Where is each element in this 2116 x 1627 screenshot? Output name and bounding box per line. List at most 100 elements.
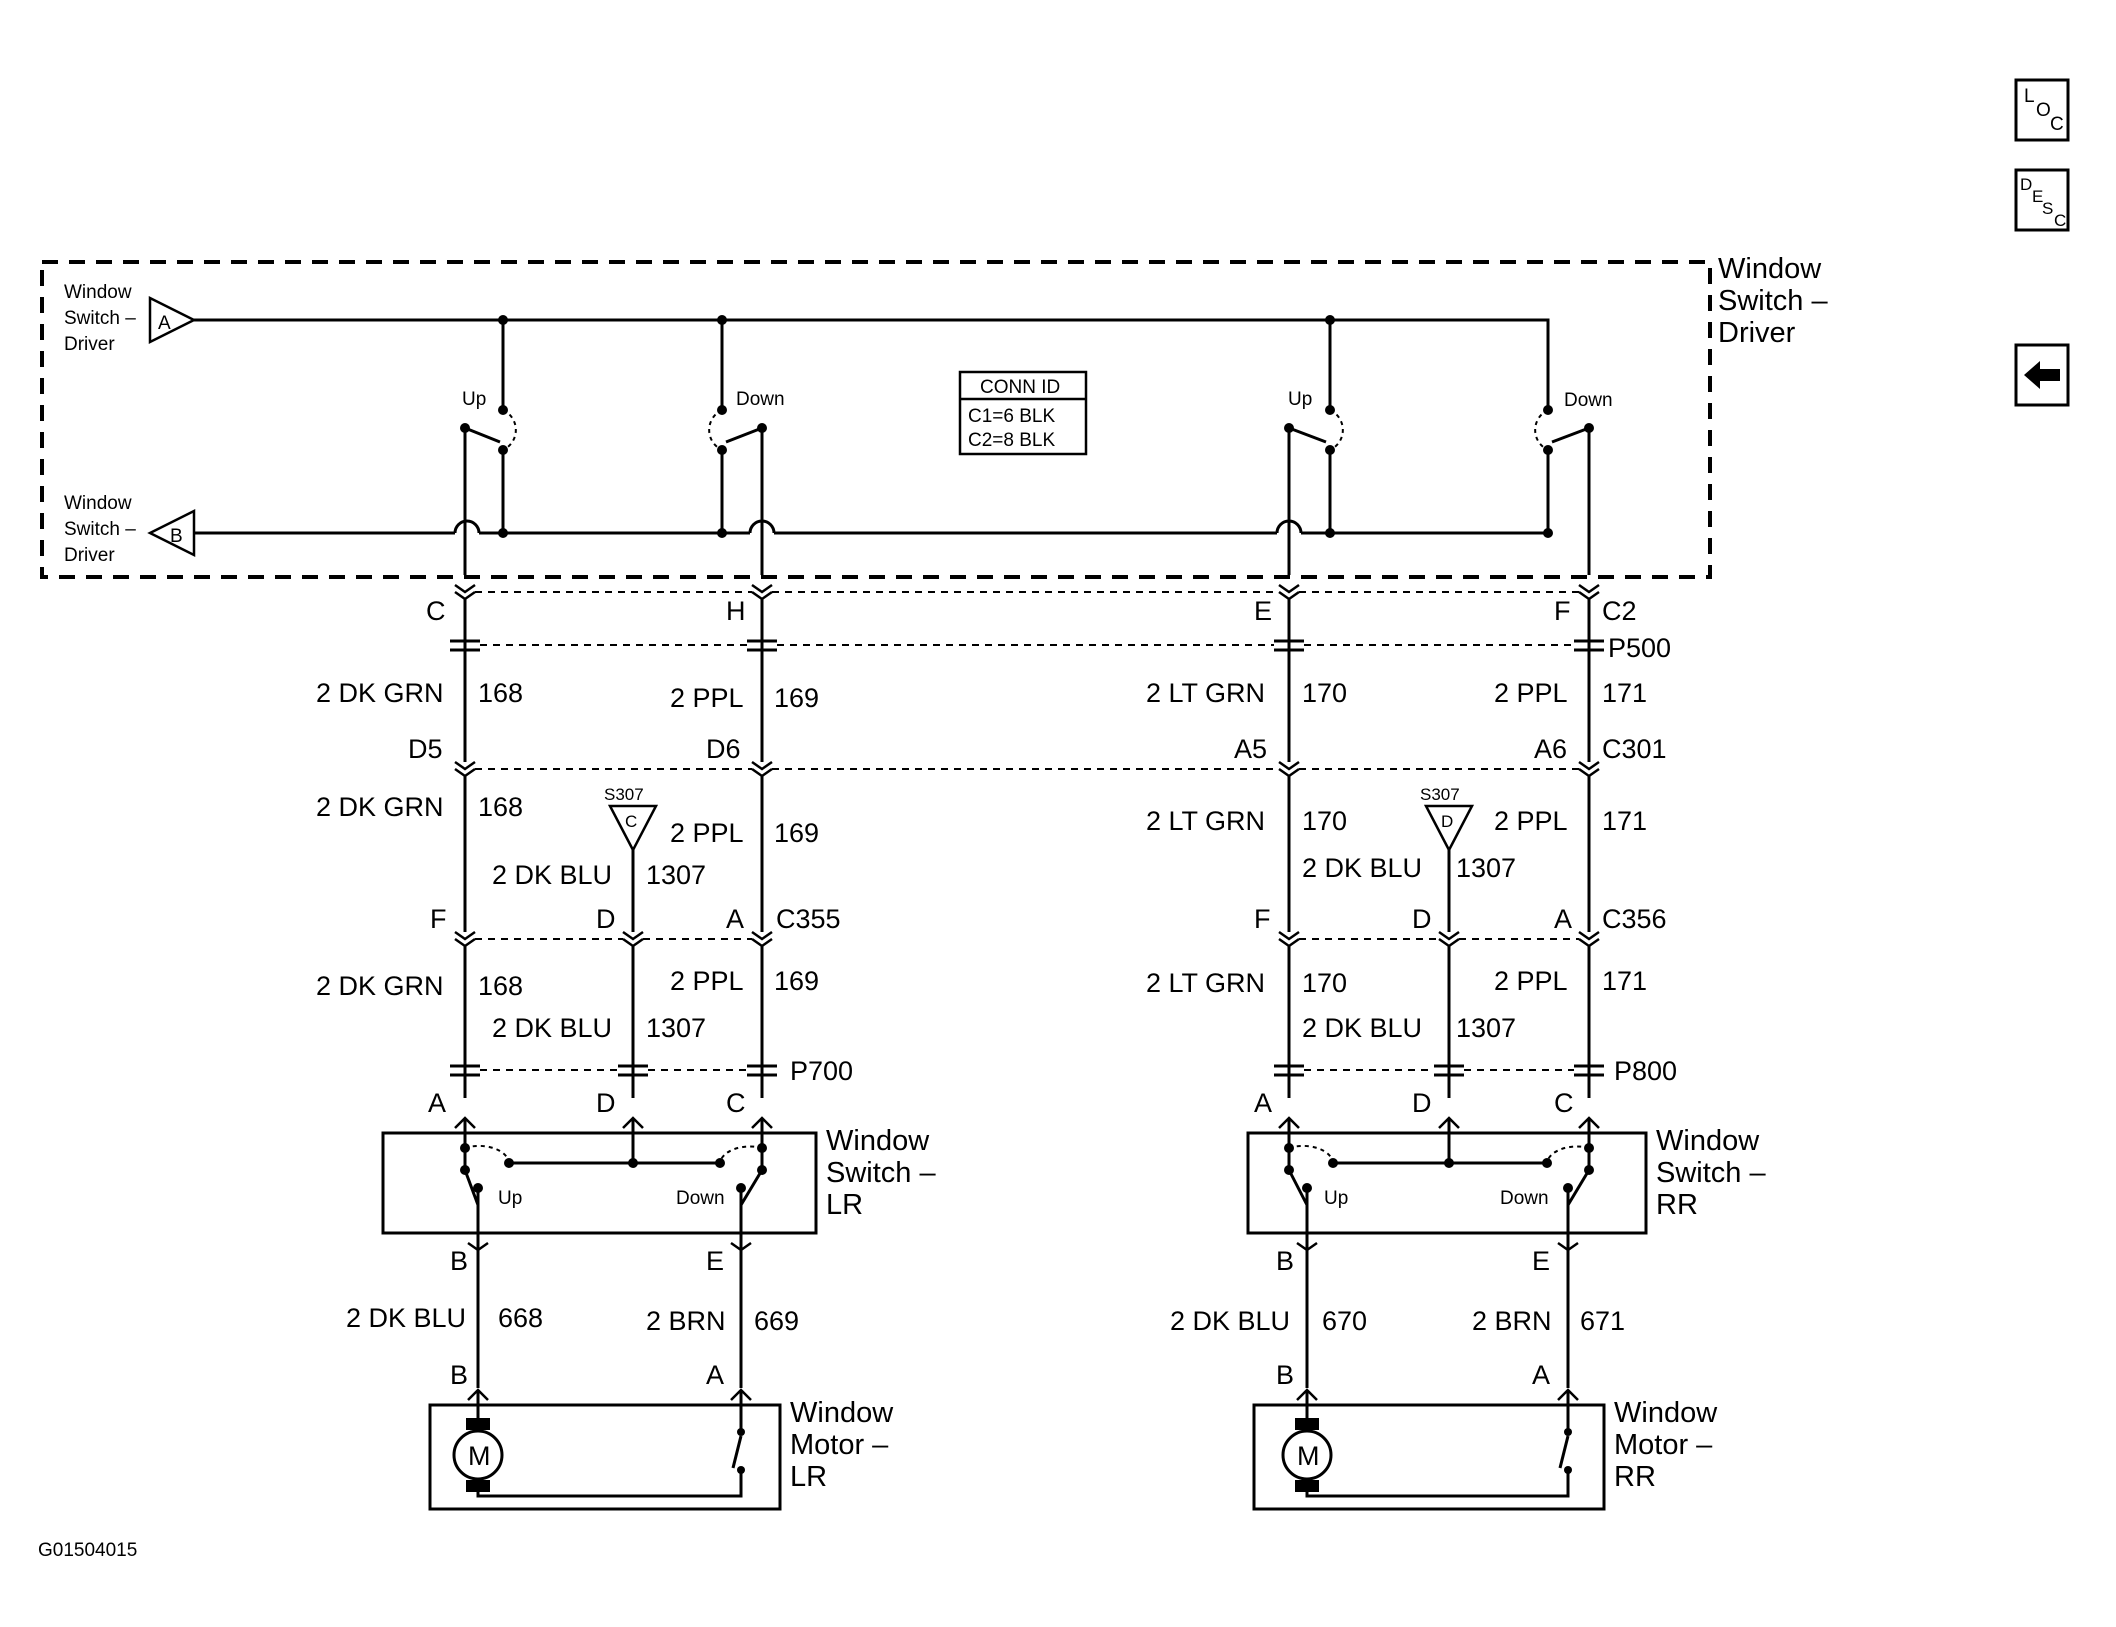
desc-c: C <box>2054 211 2066 230</box>
w670-circuit: 670 <box>1322 1306 1367 1336</box>
w671-color: 2 BRN <box>1472 1306 1552 1336</box>
w168-circuit-c: 168 <box>478 971 523 1001</box>
svg-text:Switch –: Switch – <box>1656 1157 1766 1189</box>
splice-s307-d: S307 D <box>1420 785 1475 853</box>
driver-switch-title: Window Switch – Driver <box>1718 253 1828 349</box>
svg-text:S307: S307 <box>604 785 644 804</box>
svg-text:B: B <box>450 1246 468 1276</box>
w1307-color-d: 2 DK BLU <box>1302 1013 1422 1043</box>
svg-text:Switch –: Switch – <box>64 308 136 329</box>
svg-text:A: A <box>706 1360 724 1390</box>
c356-pin-d: D <box>1412 904 1432 934</box>
c2-pin-f: F <box>1554 596 1571 626</box>
desc-button[interactable]: D E S C <box>2014 168 2070 232</box>
c301-name: C301 <box>1602 734 1667 764</box>
c2-pin-c: C <box>426 596 446 626</box>
w169-circuit-b: 169 <box>774 818 819 848</box>
svg-text:D: D <box>1441 812 1453 831</box>
c355-name: C355 <box>776 904 841 934</box>
w1307-color-b: 2 DK BLU <box>1302 853 1422 883</box>
loc-o: O <box>2036 100 2051 121</box>
left-arrow-icon <box>2024 361 2060 389</box>
w169-circuit-c: 169 <box>774 966 819 996</box>
rr-switch-title: Window Switch – RR <box>1656 1125 1766 1221</box>
svg-text:Up: Up <box>462 389 486 410</box>
w170-color-b: 2 LT GRN <box>1146 806 1265 836</box>
conn-id-c1: C1=6 BLK <box>968 406 1055 427</box>
desc-s: S <box>2042 199 2053 218</box>
w171-color-b: 2 PPL <box>1494 806 1568 836</box>
rr-switch-pins-top: A D C <box>1254 1088 1600 1129</box>
p800-name: P800 <box>1614 1056 1677 1086</box>
w168-color-b: 2 DK GRN <box>316 792 444 822</box>
w168-circuit-b: 168 <box>478 792 523 822</box>
w1307-circuit-a: 1307 <box>646 860 706 890</box>
w170-circuit-a: 170 <box>1302 678 1347 708</box>
svg-text:Window: Window <box>790 1397 894 1429</box>
svg-text:Driver: Driver <box>64 545 115 566</box>
lr-switch-pins-top: A D C <box>428 1088 773 1129</box>
w168-color-c: 2 DK GRN <box>316 971 444 1001</box>
w1307-circuit-d: 1307 <box>1456 1013 1516 1043</box>
svg-text:E: E <box>706 1246 724 1276</box>
w1307-circuit-c: 1307 <box>646 1013 706 1043</box>
connector-c355: F D A C355 <box>430 904 841 948</box>
c2-name: C2 <box>1602 596 1637 626</box>
svg-text:Down: Down <box>736 389 785 410</box>
svg-text:A: A <box>1254 1088 1272 1118</box>
bus-a <box>194 318 1550 410</box>
loc-c: C <box>2050 114 2064 135</box>
svg-text:Switch –: Switch – <box>826 1157 936 1189</box>
lr-switch-title: Window Switch – LR <box>826 1125 936 1221</box>
w168-circuit-a: 168 <box>478 678 523 708</box>
lr-motor-title: Window Motor – LR <box>790 1397 894 1493</box>
svg-text:Switch –: Switch – <box>1718 285 1828 317</box>
connector-c301: D5 D6 A5 A6 C301 <box>408 734 1667 778</box>
c356-pin-f: F <box>1254 904 1271 934</box>
ref-a-driver: Window Switch – Driver A <box>64 282 197 355</box>
ref-b-driver: Window Switch – Driver B <box>64 493 196 566</box>
w169-color-a: 2 PPL <box>670 683 744 713</box>
svg-text:B: B <box>450 1360 468 1390</box>
svg-text:C: C <box>1554 1088 1574 1118</box>
w668-circuit: 668 <box>498 1303 543 1333</box>
driver-left-down-switch: Down <box>708 315 785 538</box>
svg-text:C: C <box>726 1088 746 1118</box>
w168-color-a: 2 DK GRN <box>316 678 444 708</box>
svg-text:Up: Up <box>1324 1188 1348 1209</box>
c355-pin-d: D <box>596 904 616 934</box>
svg-text:A: A <box>428 1088 446 1118</box>
svg-text:Motor –: Motor – <box>790 1429 889 1461</box>
lr-switch-box <box>381 1131 818 1235</box>
svg-text:B: B <box>1276 1246 1294 1276</box>
w170-color-c: 2 LT GRN <box>1146 968 1265 998</box>
w171-circuit-b: 171 <box>1602 806 1647 836</box>
w170-circuit-c: 170 <box>1302 968 1347 998</box>
w170-color-a: 2 LT GRN <box>1146 678 1265 708</box>
c301-pin-d5: D5 <box>408 734 443 764</box>
w171-color-a: 2 PPL <box>1494 678 1568 708</box>
driver-right-up-switch: Up <box>1284 315 1344 538</box>
lr-motor-icon: M <box>452 1390 745 1498</box>
lr-switch-internals: Up Down <box>460 1118 767 1233</box>
svg-text:A: A <box>1532 1360 1550 1390</box>
w169-color-b: 2 PPL <box>670 818 744 848</box>
loc-button[interactable]: L O C <box>2014 78 2070 142</box>
conn-id-c2: C2=8 BLK <box>968 430 1055 451</box>
svg-text:Window: Window <box>1656 1125 1760 1157</box>
svg-text:D: D <box>1412 1088 1432 1118</box>
connector-c2: C H E F C2 <box>426 583 1637 626</box>
back-button[interactable] <box>2014 343 2070 407</box>
c356-pin-a: A <box>1554 904 1572 934</box>
c355-pin-f: F <box>430 904 447 934</box>
w171-circuit-a: 171 <box>1602 678 1647 708</box>
driver-left-up-switch: Up <box>460 315 517 538</box>
connector-c356: F D A C356 <box>1254 904 1667 948</box>
w670-color: 2 DK BLU <box>1170 1306 1290 1336</box>
c301-pin-d6: D6 <box>706 734 741 764</box>
svg-text:Down: Down <box>676 1188 725 1209</box>
svg-text:Driver: Driver <box>1718 317 1796 349</box>
lr-switch-pins-bottom: B E <box>450 1241 752 1276</box>
svg-text:E: E <box>1532 1246 1550 1276</box>
ref-a-letter: A <box>158 313 171 334</box>
